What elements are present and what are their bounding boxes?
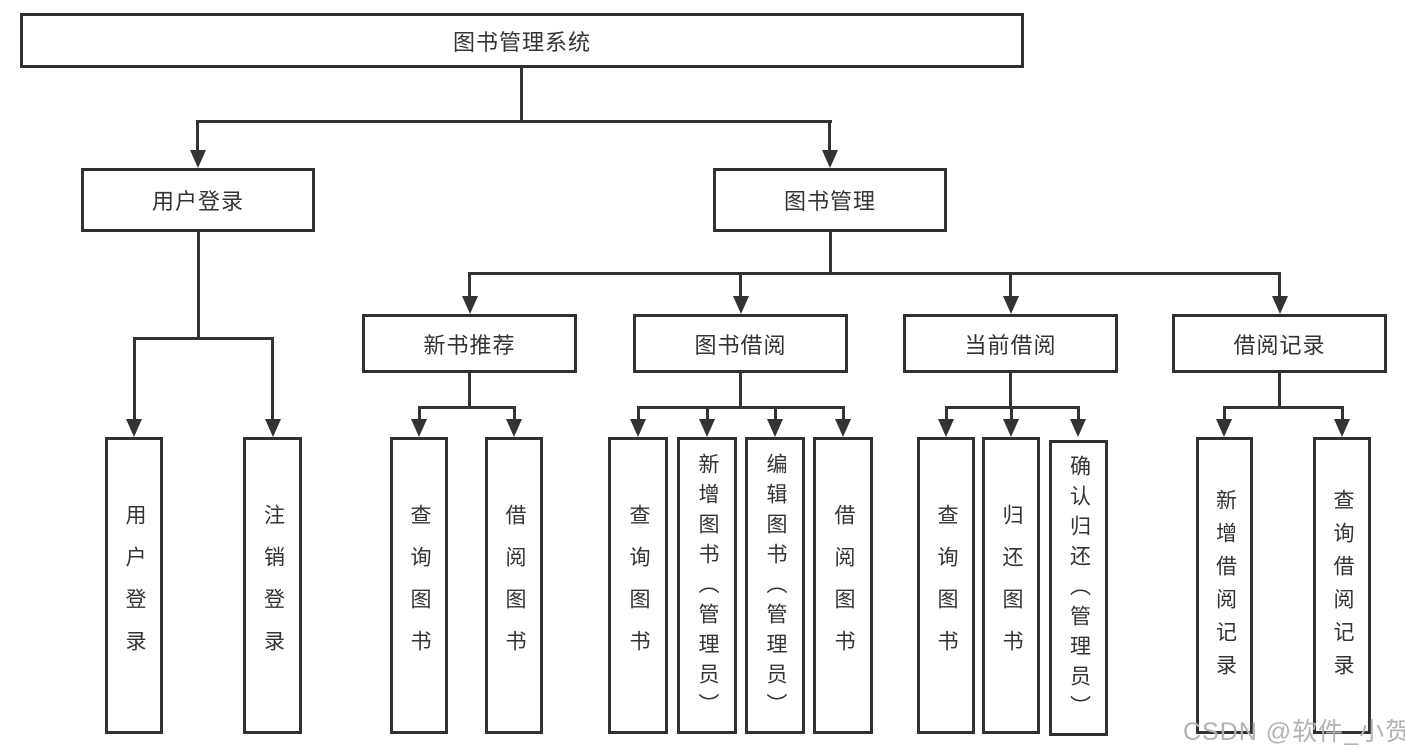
connector-line <box>1340 406 1344 421</box>
node-current-borrowing: 当前借阅 <box>903 314 1118 373</box>
leaf-query-books: 查询图书 <box>390 437 448 734</box>
connector-line <box>636 406 845 409</box>
leaf-logout: 注销登录 <box>243 437 302 734</box>
arrow-down-icon <box>630 419 646 437</box>
arrow-down-icon <box>732 296 749 314</box>
arrow-down-icon <box>1334 419 1350 437</box>
leaf-user-login: 用户登录 <box>105 437 163 734</box>
arrow-down-icon <box>1216 419 1232 437</box>
arrow-down-icon <box>1271 296 1288 314</box>
csdn-watermark: CSDN @软件_小贺同学 <box>1183 718 1405 746</box>
connector-line <box>1009 272 1012 298</box>
arrow-down-icon <box>699 419 715 437</box>
connector-line <box>132 337 274 340</box>
node-library-management-system: 图书管理系统 <box>20 13 1024 68</box>
leaf-return-books: 归还图书 <box>982 437 1040 734</box>
connector-line <box>1009 373 1012 406</box>
arrow-down-icon <box>126 419 142 437</box>
node-label: 当前借阅 <box>964 332 1057 358</box>
node-label: 图书管理系统 <box>452 29 591 55</box>
arrow-down-icon <box>461 296 478 314</box>
connector-line <box>417 406 421 421</box>
connector-line <box>944 406 948 421</box>
arrow-down-icon <box>938 419 954 437</box>
connector-line <box>1222 406 1226 421</box>
connector-line <box>1278 373 1281 406</box>
leaf-add-books-admin: 新增图书（管理员） <box>677 437 737 734</box>
arrow-down-icon <box>767 419 783 437</box>
leaf-borrow-books: 借阅图书 <box>485 437 543 734</box>
node-book-borrowing: 图书借阅 <box>633 314 848 373</box>
connector-line <box>417 406 516 409</box>
node-book-management: 图书管理 <box>713 168 947 232</box>
arrow-down-icon <box>506 419 522 437</box>
leaf-edit-books-admin: 编辑图书（管理员） <box>745 437 805 734</box>
node-label: 新书推荐 <box>423 332 516 358</box>
node-label: 用户登录 <box>151 189 244 214</box>
connector-line <box>705 406 709 421</box>
connector-line <box>1076 406 1080 421</box>
arrow-down-icon <box>411 419 427 437</box>
arrow-down-icon <box>1003 419 1019 437</box>
connector-line <box>739 272 742 298</box>
connector-line <box>520 68 523 120</box>
leaf-confirm-return-admin: 确认归还（管理员） <box>1049 440 1108 736</box>
node-borrowing-records: 借阅记录 <box>1172 314 1387 373</box>
connector-line <box>132 337 136 421</box>
leaf-borrow-books: 借阅图书 <box>813 437 873 734</box>
connector-line <box>773 406 777 421</box>
leaf-query-books: 查询图书 <box>917 437 975 734</box>
node-label: 借阅记录 <box>1233 332 1326 358</box>
arrow-down-icon <box>821 150 838 168</box>
connector-line <box>1278 272 1281 298</box>
connector-line <box>828 232 832 272</box>
arrow-down-icon <box>189 150 206 168</box>
connector-line <box>468 373 471 406</box>
connector-line <box>196 120 199 152</box>
leaf-add-borrow-record: 新增借阅记录 <box>1196 437 1253 734</box>
connector-line <box>468 272 1281 275</box>
node-new-book-recommendation: 新书推荐 <box>362 314 577 373</box>
connector-line <box>841 406 845 421</box>
node-user-login: 用户登录 <box>81 168 315 232</box>
arrow-down-icon <box>264 419 281 437</box>
leaf-query-books: 查询图书 <box>608 437 668 734</box>
arrow-down-icon <box>1002 296 1019 314</box>
connector-line <box>828 120 831 152</box>
connector-line <box>196 232 200 337</box>
node-label: 图书管理 <box>783 189 876 214</box>
connector-line <box>196 120 832 123</box>
arrow-down-icon <box>1070 419 1086 437</box>
connector-line <box>1009 406 1013 421</box>
connector-line <box>271 337 274 421</box>
connector-line <box>468 272 471 298</box>
connector-line <box>1222 406 1344 409</box>
node-label: 图书借阅 <box>694 332 787 358</box>
connector-line <box>512 406 516 421</box>
connector-line <box>739 373 742 406</box>
connector-line <box>636 406 640 421</box>
leaf-query-borrow-record: 查询借阅记录 <box>1313 437 1371 734</box>
arrow-down-icon <box>835 419 851 437</box>
